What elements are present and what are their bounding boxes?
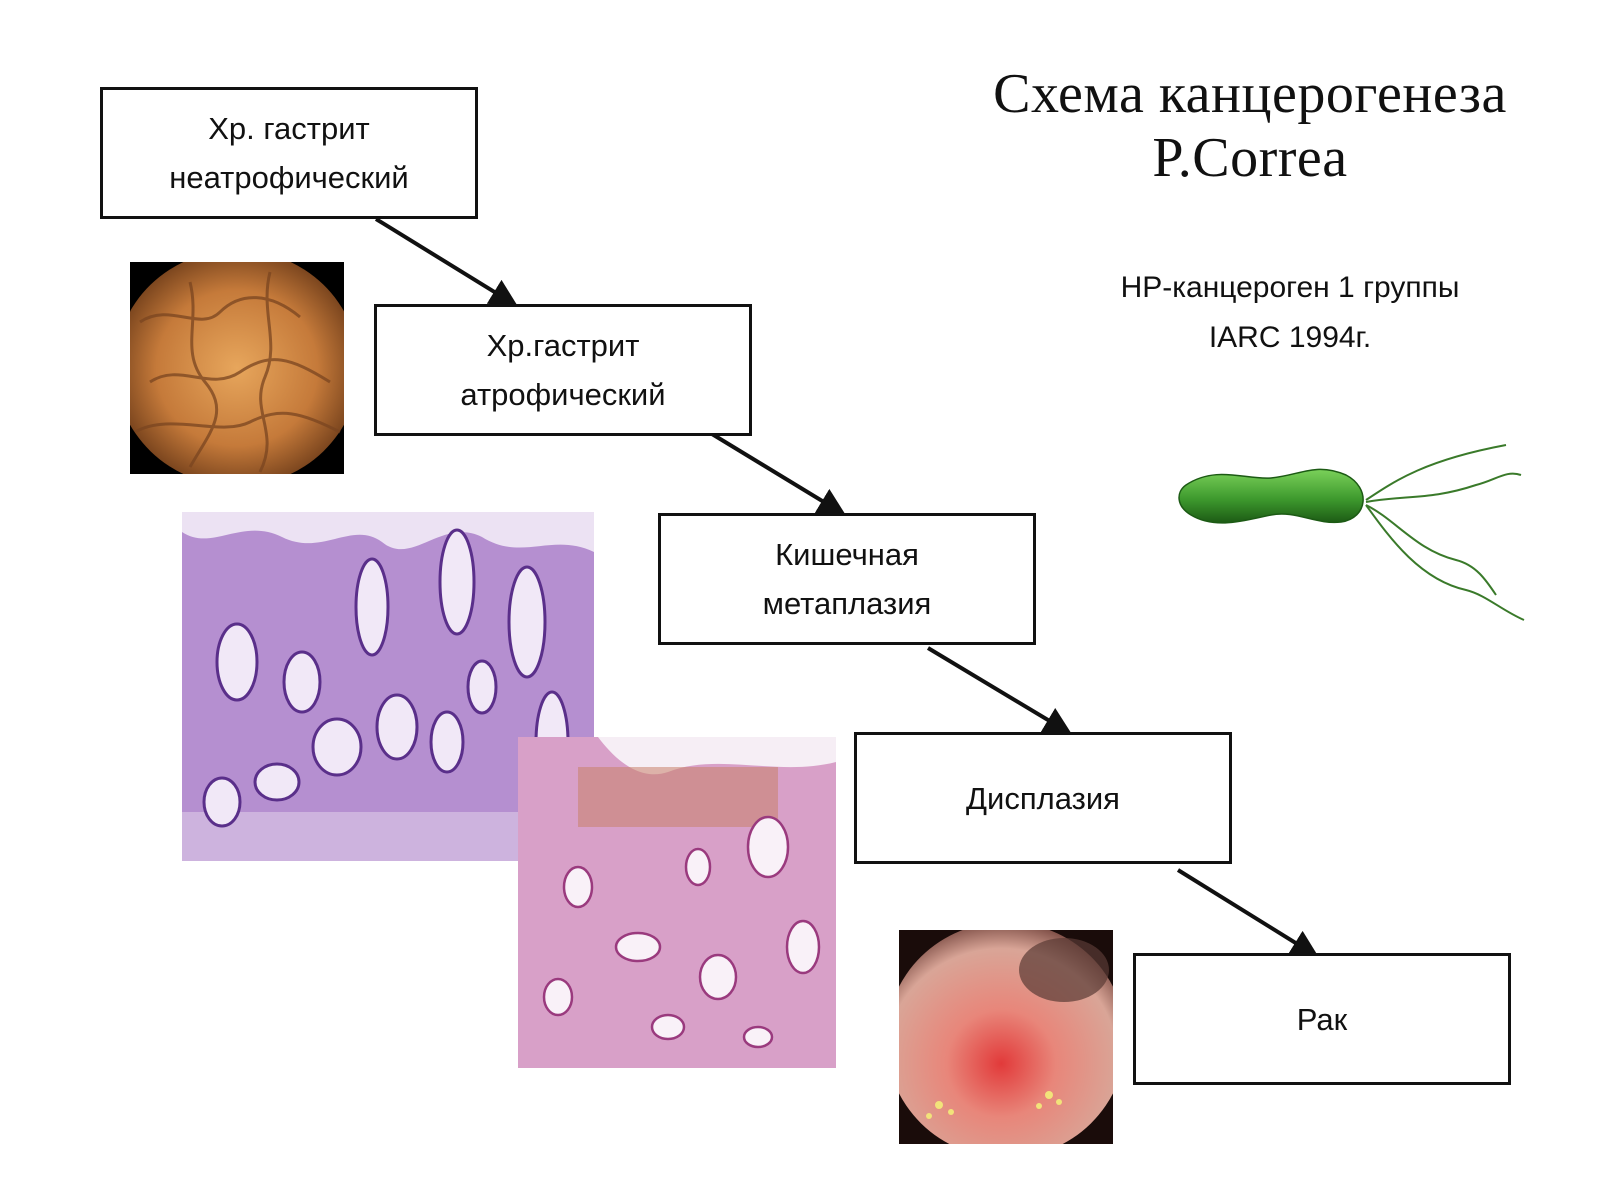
stage-box-cancer: Рак bbox=[1133, 953, 1511, 1085]
stage-box-atrophic-gastritis: Хр.гастрит атрофический bbox=[374, 304, 752, 436]
stage-3-line-2: метаплазия bbox=[762, 586, 932, 621]
arrow-stage1-to-stage2 bbox=[374, 217, 518, 307]
title-line-1: Схема канцерогенеза bbox=[993, 63, 1507, 125]
arrow-stage3-to-stage4 bbox=[926, 646, 1073, 735]
arrow-stage4-to-stage5 bbox=[1176, 868, 1319, 958]
carcinogen-note: HP-канцероген 1 группы IARC 1994г. bbox=[1060, 263, 1520, 363]
stage-3-line-1: Кишечная bbox=[775, 537, 919, 572]
histology-image-dysplasia bbox=[518, 737, 836, 1068]
stage-5-line-1: Рак bbox=[1296, 1001, 1348, 1037]
endoscopy-image-gastritis bbox=[130, 262, 344, 474]
endoscopy-image-cancer bbox=[899, 930, 1113, 1144]
stage-box-nonatrophic-gastritis: Хр. гастрит неатрофический bbox=[100, 87, 478, 219]
stage-box-intestinal-metaplasia: Кишечная метаплазия bbox=[658, 513, 1036, 645]
stage-2-line-1: Хр.гастрит bbox=[486, 328, 640, 363]
stage-1-line-1: Хр. гастрит bbox=[208, 111, 370, 146]
note-line-1: HP-канцероген 1 группы bbox=[1120, 271, 1460, 304]
stage-4-line-1: Дисплазия bbox=[966, 780, 1120, 816]
slide-title: Схема канцерогенеза P.Correa bbox=[960, 62, 1540, 190]
title-line-2: P.Correa bbox=[1152, 127, 1348, 189]
arrow-stage2-to-stage3 bbox=[710, 432, 846, 516]
stage-2-line-2: атрофический bbox=[460, 377, 666, 412]
helicobacter-pylori-illustration bbox=[1176, 440, 1546, 625]
note-line-2: IARC 1994г. bbox=[1208, 321, 1372, 354]
stage-1-line-2: неатрофический bbox=[169, 160, 409, 195]
stage-box-dysplasia: Дисплазия bbox=[854, 732, 1232, 864]
